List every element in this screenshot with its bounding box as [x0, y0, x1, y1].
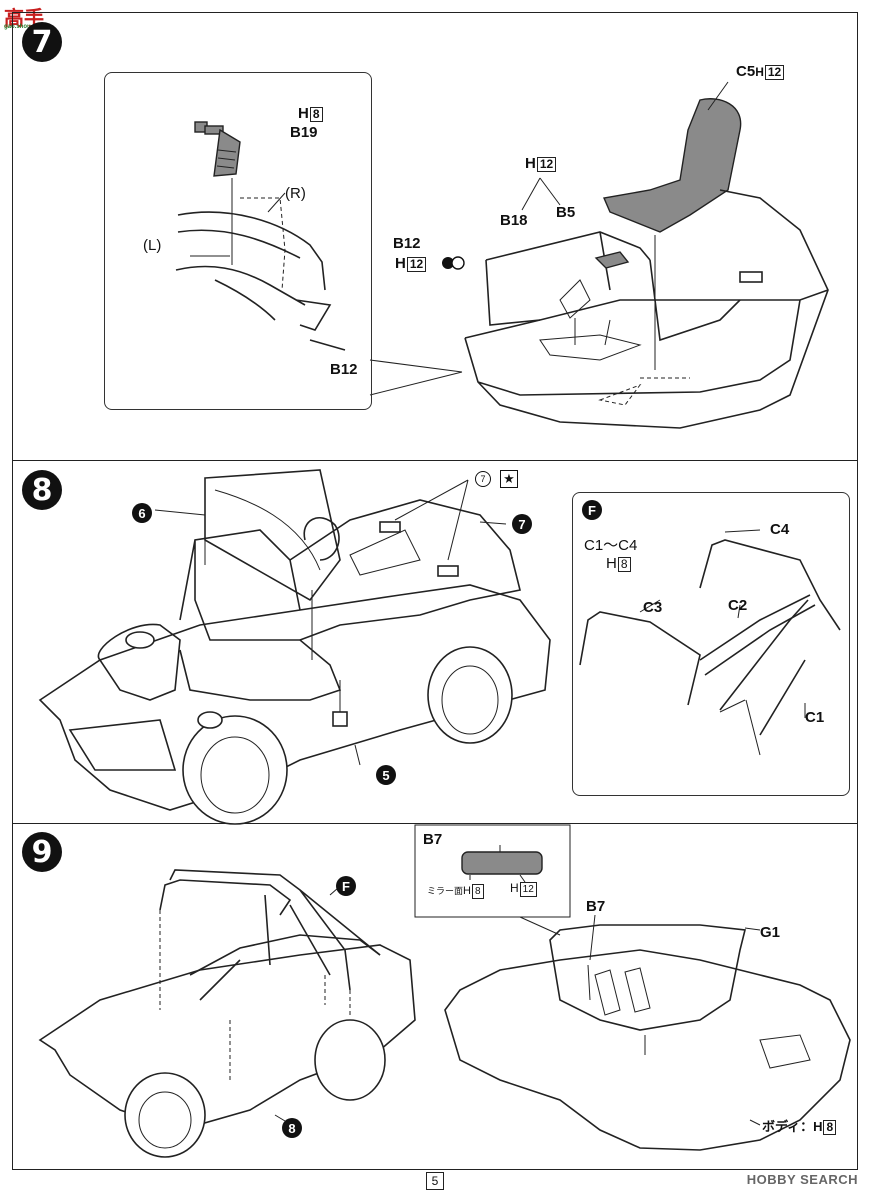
watermark-url: gao.shou.com [4, 24, 45, 30]
b12-label: B12 [393, 235, 421, 252]
b5-label: B5 [556, 204, 576, 221]
c3-label: C3 [643, 599, 663, 616]
paint-symbol-a [442, 257, 454, 269]
g1-label: G1 [760, 924, 781, 941]
step-7-number: 7 [22, 22, 62, 62]
inset-floor [175, 211, 346, 351]
left-side-label: (L) [143, 237, 162, 254]
ref-step-8: 8 [282, 1118, 302, 1138]
b7-inset-box [414, 824, 571, 918]
b18-label: B18 [500, 212, 528, 229]
small-ref-7: 7 [475, 471, 491, 487]
b7-inset-label: B7 [423, 831, 443, 848]
chassis-step9 [38, 869, 416, 1158]
c1-label: C1 [805, 709, 825, 726]
rollcage-f [579, 529, 841, 756]
tub-inner [485, 231, 741, 342]
b7-inset-leader [519, 916, 561, 936]
source-watermark: HOBBY SEARCH [746, 1172, 858, 1187]
pedal-b19-drawing [194, 121, 241, 177]
subassembly-letter-f: F [582, 500, 602, 520]
rollcage-subassembly-frame [572, 492, 850, 796]
b19-label: B19 [290, 124, 318, 141]
c4-label: C4 [770, 521, 790, 538]
step7-detail-inset [104, 72, 372, 410]
arrow-b19-right [240, 197, 286, 291]
ref-step-7: 7 [512, 514, 532, 534]
b7-label: B7 [586, 898, 606, 915]
ref-step-5: 5 [376, 765, 396, 785]
tub-arrows [574, 235, 656, 370]
inset-b12-label: B12 [330, 361, 358, 378]
page-frame [12, 12, 858, 1170]
chassis-step8 [38, 469, 551, 825]
page-number: 5 [426, 1172, 444, 1190]
inset-leader-lines [369, 359, 463, 396]
leader-c5 [707, 81, 729, 111]
step-8-number: 8 [22, 470, 62, 510]
seat-c5-drawing [603, 98, 742, 233]
c2-label: C2 [728, 597, 748, 614]
c1c4-label: C1～C4 [584, 537, 638, 554]
right-side-label: (R) [285, 185, 306, 202]
tub-tab [739, 271, 763, 283]
mirror-b7-drawing [461, 851, 543, 875]
lever-b5 [594, 251, 630, 269]
ref-step-6: 6 [132, 503, 152, 523]
group-leader [521, 177, 561, 211]
divider-7-8 [12, 460, 858, 461]
ref-subassembly-f: F [336, 876, 356, 896]
console-b18 [539, 279, 642, 361]
paint-symbol-b [451, 256, 465, 270]
body-g1-drawing [444, 914, 851, 1151]
star-symbol: ★ [500, 470, 518, 488]
divider-8-9 [12, 823, 858, 824]
step-9-number: 9 [22, 832, 62, 872]
mirror-leaders [469, 845, 526, 883]
inset-leaders [190, 192, 286, 257]
tub-hidden-detail [598, 377, 690, 406]
